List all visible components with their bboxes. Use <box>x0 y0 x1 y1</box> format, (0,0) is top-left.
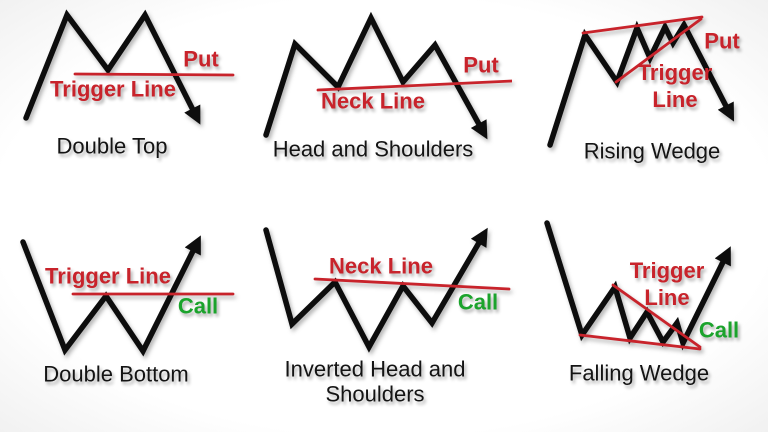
panel-falling-wedge: Trigger Line Call Falling Wedge <box>512 200 768 432</box>
falling-wedge-drawing <box>544 220 731 351</box>
head-and-shoulders-drawing <box>263 11 512 140</box>
neck-line <box>316 79 512 92</box>
upper-trigger-line <box>581 15 704 35</box>
panel-rising-wedge: Put Trigger Line Rising Wedge <box>512 0 768 200</box>
lower-trigger-line <box>614 17 703 84</box>
pattern-caption: Double Top <box>56 133 168 159</box>
put-label: Put <box>183 46 219 72</box>
trigger-line-label: Trigger Line <box>637 60 713 112</box>
neck-line <box>313 277 511 291</box>
panel-double-bottom: Trigger Line Call Double Bottom <box>0 200 256 432</box>
double-top-drawing <box>23 9 235 125</box>
price-path-up-arrow <box>263 227 488 353</box>
trigger-line-label: Trigger Line <box>50 76 176 102</box>
pattern-caption: Inverted Head and Shoulders <box>284 356 466 407</box>
upper-trigger-line <box>611 283 702 349</box>
inverted-head-and-shoulders-drawing <box>263 227 511 353</box>
pattern-caption: Double Bottom <box>43 361 189 387</box>
call-label: Call <box>177 293 219 319</box>
double-bottom-drawing <box>20 235 235 357</box>
neck-line-label: Neck Line <box>321 88 425 114</box>
pattern-caption: Rising Wedge <box>583 138 721 164</box>
lower-trigger-line <box>578 333 702 351</box>
put-label: Put <box>704 28 740 54</box>
price-path-up-arrow <box>20 235 201 357</box>
panel-head-and-shoulders: Put Neck Line Head and Shoulders <box>256 0 512 200</box>
neck-line-label: Neck Line <box>329 253 433 279</box>
put-label: Put <box>463 52 499 78</box>
trigger-line-label: Trigger Line <box>45 263 171 289</box>
price-path-down-arrow <box>23 9 201 125</box>
panel-inverted-head-and-shoulders: Neck Line Call Inverted Head and Shoulde… <box>256 200 512 432</box>
pattern-caption: Falling Wedge <box>568 360 710 386</box>
trigger-line-label: Trigger Line <box>629 258 705 310</box>
rising-wedge-drawing <box>547 15 735 148</box>
trigger-line <box>73 72 235 77</box>
pattern-caption: Head and Shoulders <box>272 136 474 162</box>
panel-double-top: Put Trigger Line Double Top <box>0 0 256 200</box>
call-label: Call <box>457 289 499 315</box>
price-path-up-arrow <box>544 220 731 351</box>
call-label: Call <box>698 317 740 343</box>
price-path-down-arrow <box>263 11 488 140</box>
